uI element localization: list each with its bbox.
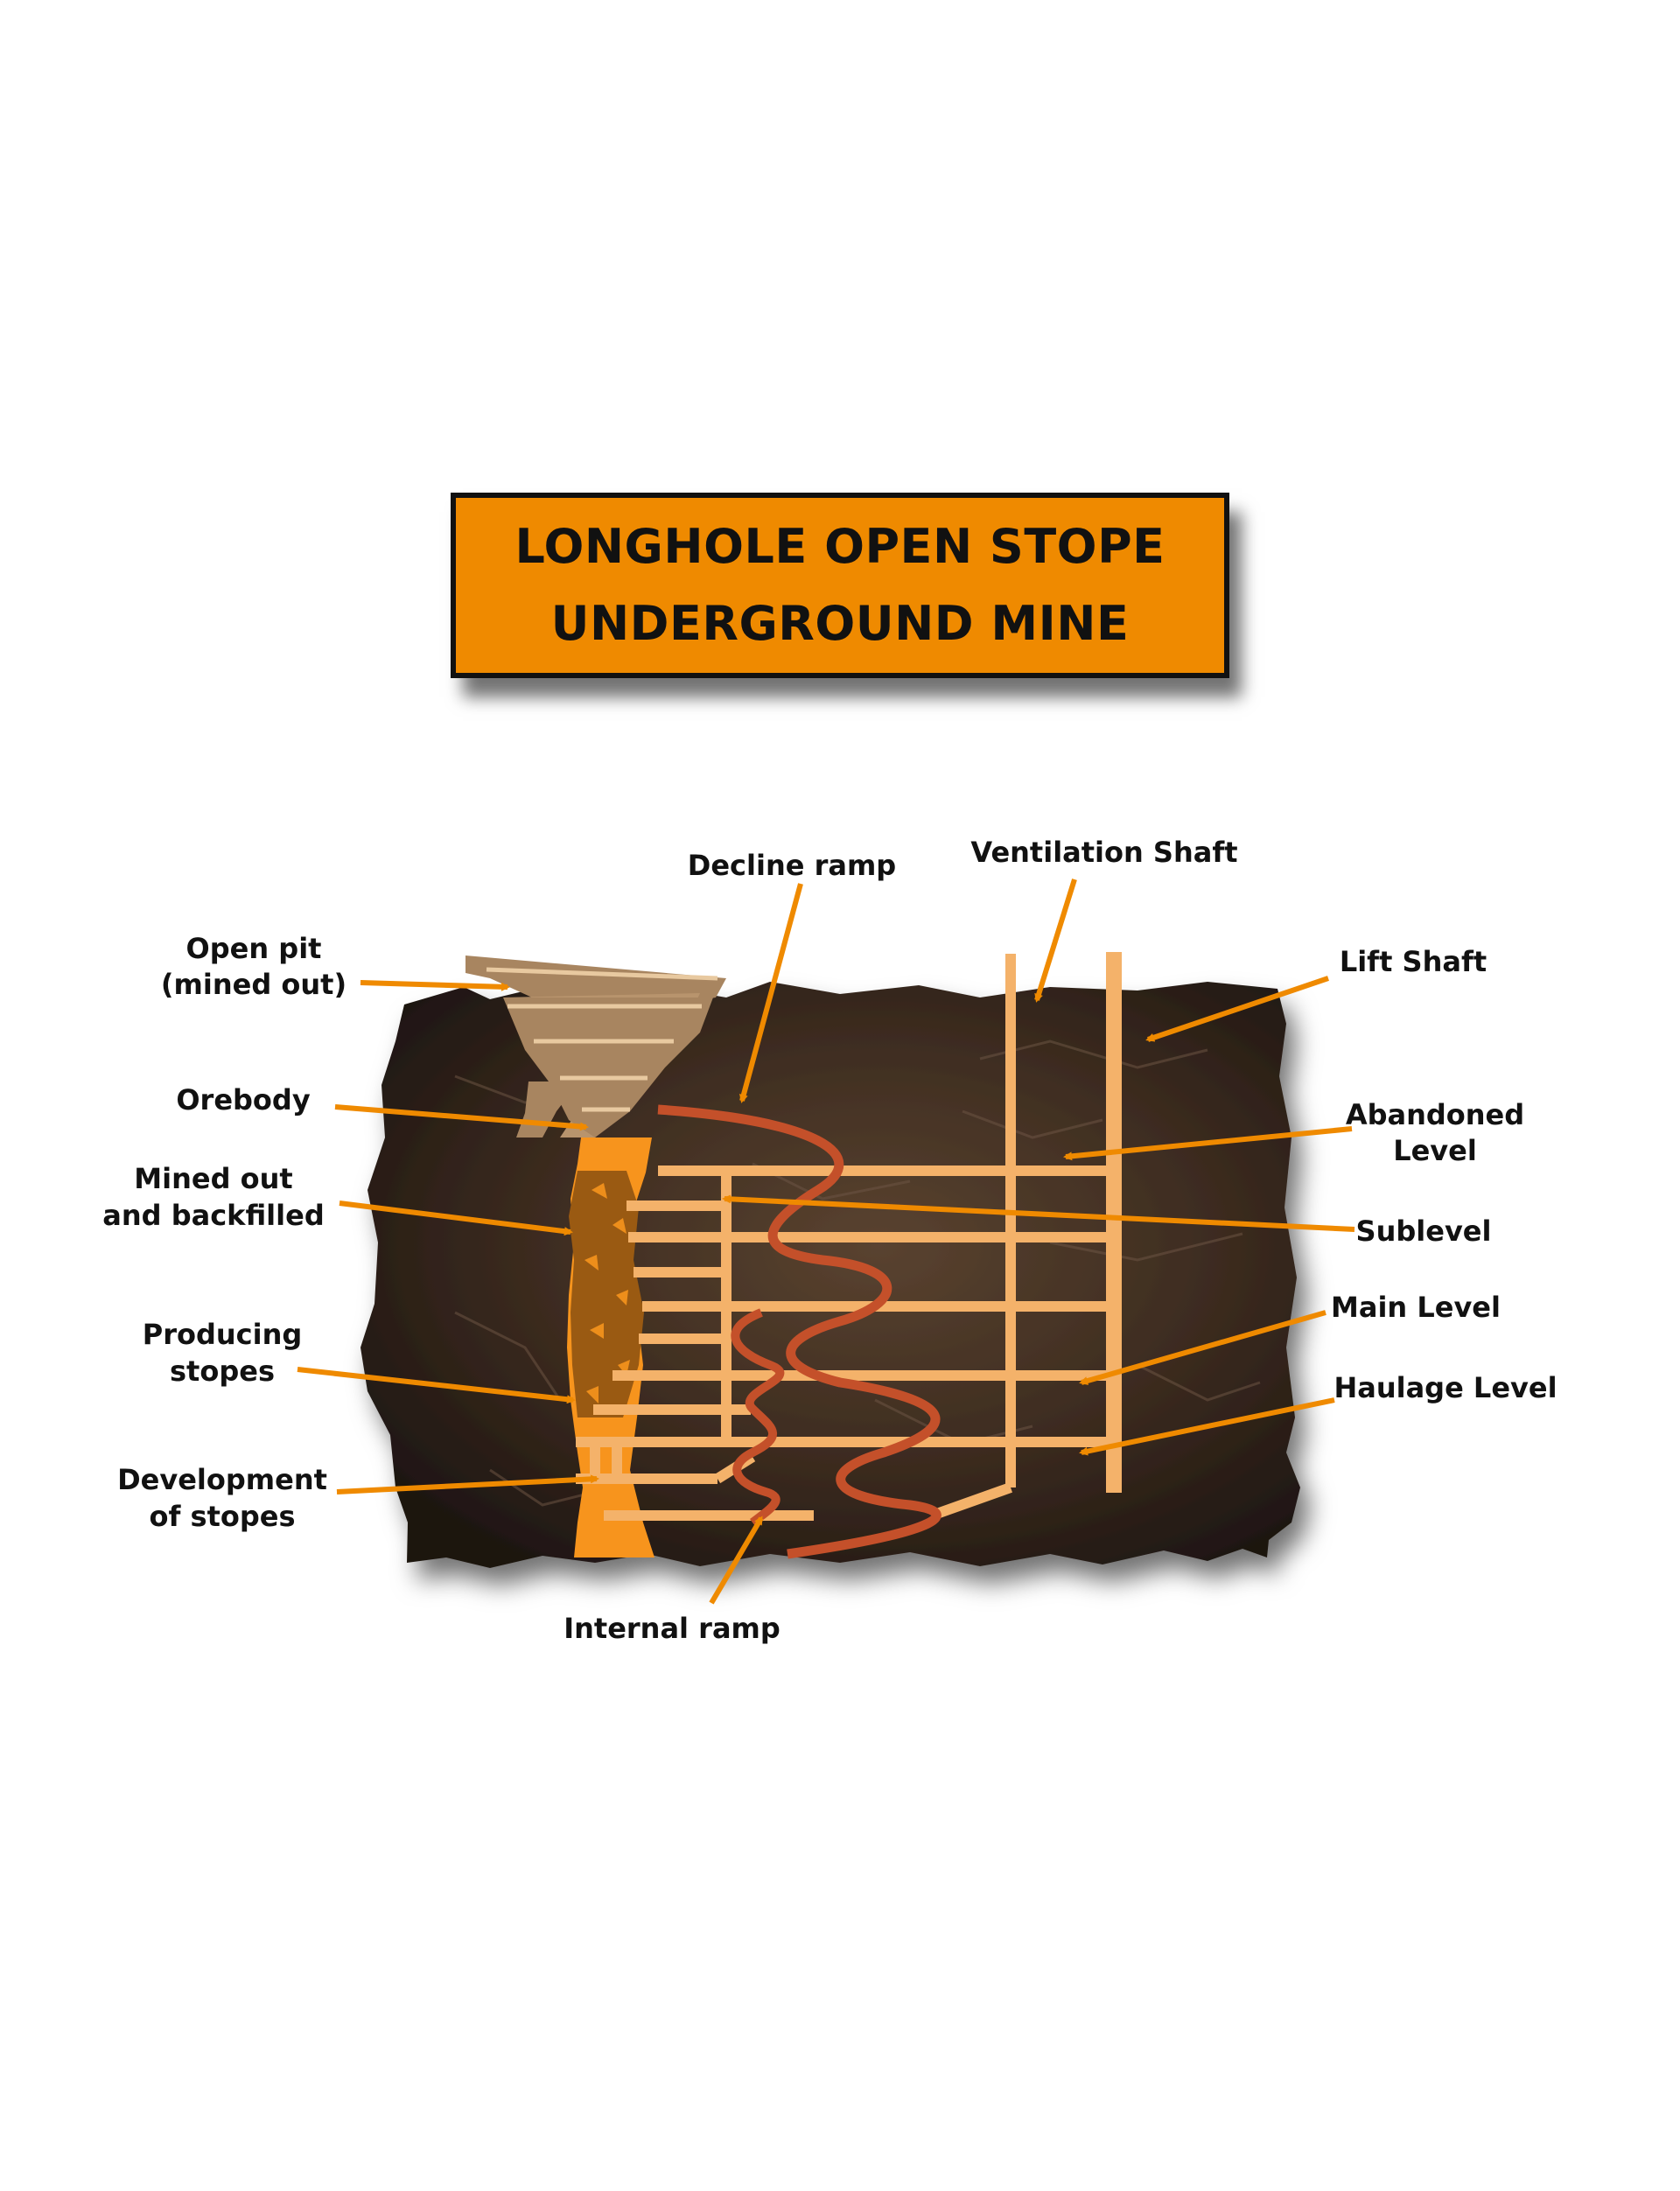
internal-ramp — [731, 1308, 785, 1527]
decline-connector — [929, 1482, 1013, 1521]
label-abandoned-1: Abandoned — [1346, 1098, 1524, 1131]
title-line-2: UNDERGROUND MINE — [550, 596, 1130, 651]
label-mined-out-1: Mined out — [134, 1162, 292, 1195]
arrow-haulage — [1079, 1397, 1335, 1456]
label-decline-ramp: Decline ramp — [688, 849, 896, 882]
label-open-pit-2: (mined out) — [161, 968, 346, 1001]
arrow-mined-out — [339, 1200, 573, 1236]
label-producing-1: Producing — [143, 1318, 303, 1351]
arrow-orebody — [334, 1104, 589, 1131]
open-pit — [466, 956, 726, 1138]
label-mined-out-2: and backfilled — [102, 1199, 324, 1232]
decline-ramp — [657, 1104, 942, 1559]
arrow-internal-ramp — [709, 1516, 764, 1605]
arrow-development — [336, 1474, 599, 1494]
label-haulage-level: Haulage Level — [1334, 1371, 1557, 1404]
label-development-2: of stopes — [149, 1500, 295, 1533]
callout-arrows — [297, 878, 1355, 1605]
arrow-ventilation — [1034, 878, 1077, 1003]
label-abandoned-2: Level — [1393, 1134, 1477, 1167]
label-development-1: Development — [117, 1463, 327, 1496]
arrow-main-level — [1079, 1310, 1326, 1385]
label-producing-2: stopes — [170, 1354, 275, 1388]
mine-levels — [576, 954, 1116, 1521]
arrow-abandoned — [1063, 1126, 1353, 1161]
arrow-open-pit — [360, 980, 510, 991]
title-banner: LONGHOLE OPEN STOPE UNDERGROUND MINE — [451, 493, 1229, 678]
arrow-producing — [297, 1367, 576, 1404]
lift-shaft — [1106, 952, 1122, 1493]
title-line-1: LONGHOLE OPEN STOPE — [514, 519, 1166, 574]
rock-mass — [360, 982, 1300, 1568]
arrow-sublevel — [722, 1194, 1355, 1232]
backfill-chunks — [584, 1183, 630, 1404]
label-lift-shaft: Lift Shaft — [1340, 945, 1487, 978]
arrow-decline-ramp — [738, 883, 803, 1103]
label-sublevel: Sublevel — [1356, 1214, 1492, 1248]
label-internal-ramp: Internal ramp — [564, 1612, 780, 1645]
label-ventilation-shaft: Ventilation Shaft — [970, 836, 1237, 869]
arrow-lift-shaft — [1145, 976, 1329, 1042]
label-orebody: Orebody — [176, 1083, 310, 1116]
label-main-level: Main Level — [1331, 1291, 1501, 1324]
label-open-pit-1: Open pit — [186, 932, 322, 965]
